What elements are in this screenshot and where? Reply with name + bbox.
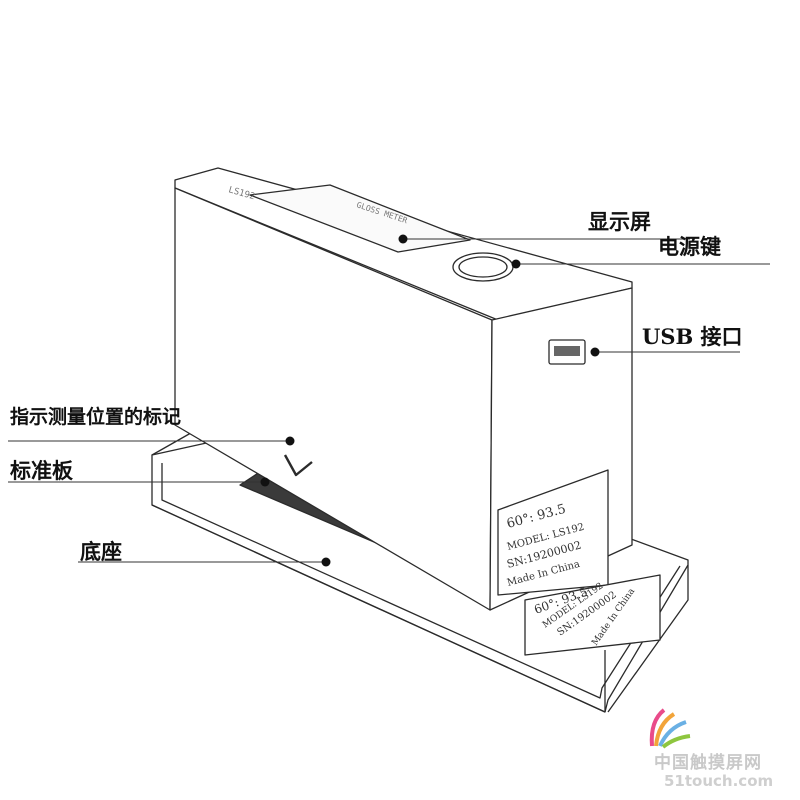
display-screen [249,184,471,253]
label-measure-mark: 指示测量位置的标记 [10,406,182,428]
measure-mark [283,454,313,477]
base-tray-front-edge [151,504,606,713]
watermark-logo-icon [649,708,691,749]
watermark: 中国触摸屏网 51touch.com [638,706,798,796]
watermark-site-name: 中国触摸屏网 [654,753,762,773]
display-dot [398,234,408,244]
base-label-plate [524,574,661,656]
usb-dot [590,347,600,357]
mark-dot [285,436,295,446]
label-usb-port: USB 接口 [642,324,743,349]
base-dot [321,557,331,567]
label-base: 底座 [80,539,122,564]
power-dot [511,259,521,269]
watermark-url: 51touch.com [664,772,774,790]
plate-dot [260,477,270,487]
base-tray-inner [161,463,681,699]
label-standard-plate: 标准板 [10,458,73,483]
label-power-button: 电源键 [658,234,721,259]
label-display: 显示屏 [588,209,651,234]
